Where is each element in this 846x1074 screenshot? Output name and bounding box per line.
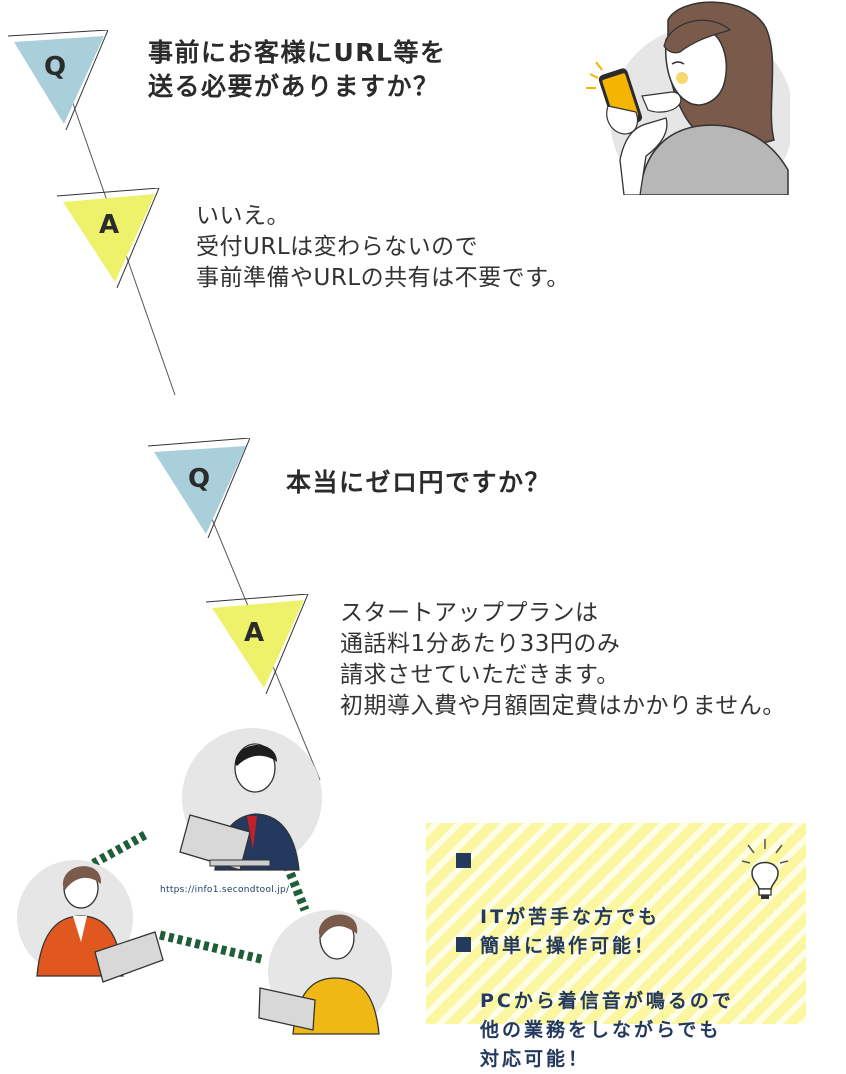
a-badge: A bbox=[204, 593, 309, 695]
note-item: ITが苦手な方でも 簡単に操作可能！ bbox=[456, 845, 660, 961]
q-mark: Q bbox=[188, 464, 211, 494]
lightbulb-icon bbox=[741, 839, 789, 899]
note-item-text: ITが苦手な方でも 簡単に操作可能！ bbox=[480, 906, 661, 957]
a-badge: A bbox=[55, 187, 160, 289]
q-badge: Q bbox=[7, 29, 109, 131]
question-1: 事前にお客様にURL等を 送る必要がありますか？ bbox=[148, 38, 447, 101]
q-badge: Q bbox=[147, 437, 251, 539]
question-2: 本当にゼロ円ですか？ bbox=[286, 468, 552, 497]
feature-note-box: ITが苦手な方でも 簡単に操作可能！ PCから着信音が鳴るので 他の業務をしなが… bbox=[426, 823, 806, 1070]
note-item-text: PCから着信音が鳴るので 他の業務をしながらでも 対応可能！ bbox=[480, 990, 734, 1070]
square-bullet-icon bbox=[456, 853, 471, 868]
square-bullet-icon bbox=[456, 937, 471, 952]
answer-1: いいえ。 受付URLは変わらないので 事前準備やURLの共有は不要です。 bbox=[196, 203, 570, 291]
network-url-label: https://info1.secondtool.jp/ bbox=[160, 885, 290, 895]
note-item: PCから着信音が鳴るので 他の業務をしながらでも 対応可能！ bbox=[456, 929, 734, 1074]
q-mark: Q bbox=[44, 52, 67, 82]
a-mark: A bbox=[244, 618, 265, 648]
answer-2: スタートアッププランは 通話料1分あたり33円のみ 請求させていただきます。 初… bbox=[340, 600, 786, 719]
a-mark: A bbox=[99, 210, 120, 240]
network-illustration bbox=[17, 728, 392, 1035]
woman-smartphone-illustration bbox=[580, 1, 790, 195]
